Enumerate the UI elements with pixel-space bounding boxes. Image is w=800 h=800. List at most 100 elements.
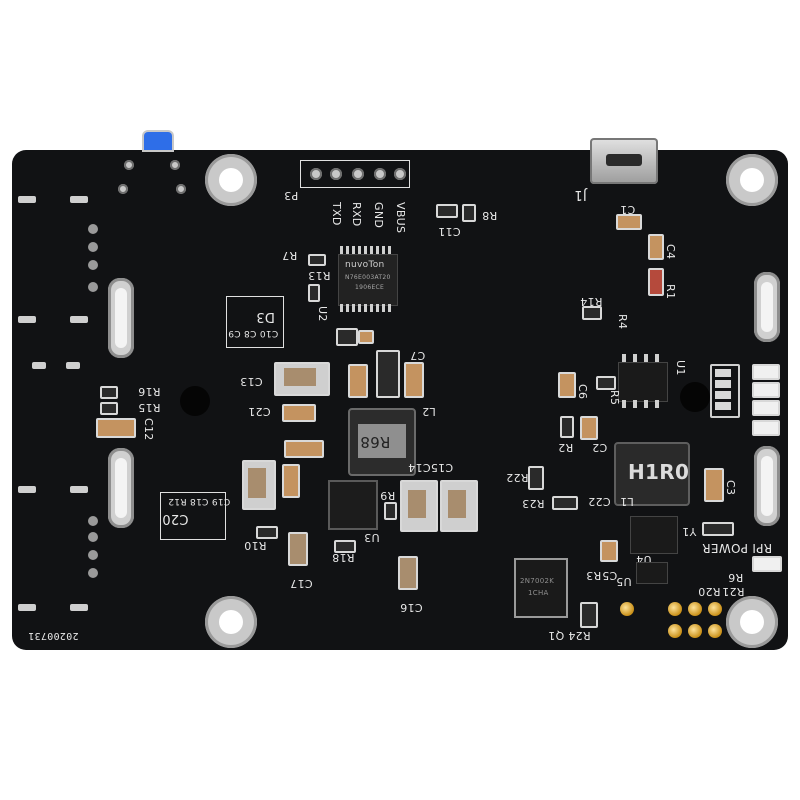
resistor-r24: [580, 602, 598, 628]
pogo-pin: [688, 624, 702, 638]
label-c22: C22: [588, 495, 611, 508]
led-3: [752, 400, 780, 416]
chip-text-line1: N76E003AT20: [345, 274, 391, 281]
label-c12: C12: [142, 418, 155, 441]
label-r5: R5: [608, 390, 621, 406]
resistor-r5: [596, 376, 616, 390]
capacitor-c3: [704, 468, 724, 502]
capacitor-c1: [616, 214, 642, 230]
capacitor-c11: [436, 204, 458, 218]
label-c13: C13: [240, 375, 263, 388]
pogo-pin: [708, 602, 722, 616]
pcb-board: P3 TXD RXD GND VBUS J1 nuvoTon N76E003AT…: [12, 132, 788, 650]
mcu-pins-bottom: [340, 304, 394, 312]
tact-switch[interactable]: [144, 132, 172, 150]
resistor-r18: [334, 540, 356, 553]
led-power: [752, 556, 782, 572]
resistor-r13: [308, 284, 320, 302]
resistor-r15: [100, 402, 118, 415]
label-r7: R7: [282, 249, 298, 262]
header-outline: [300, 160, 410, 188]
chip-u4: [630, 516, 678, 554]
mcu-pins-top: [340, 246, 394, 254]
label-u2: U2: [316, 306, 329, 322]
label-c7: C7: [410, 349, 426, 362]
edge-pad: [70, 604, 88, 611]
capacitor-c18: [282, 464, 300, 498]
label-c16: C16: [400, 601, 423, 614]
capacitor-c7b: [348, 364, 368, 398]
via: [88, 224, 98, 234]
u1-pins-top: [622, 354, 662, 362]
via: [88, 550, 98, 560]
mosfet-q1: 2N7002K 1CHA: [514, 558, 568, 618]
header-pin-label-gnd: GND: [372, 202, 385, 229]
label-r18: R18: [332, 551, 355, 564]
mosfet-text-line1: 2N7002K: [520, 577, 555, 585]
switch-pin: [176, 184, 186, 194]
mosfet-text-line2: 1CHA: [528, 589, 549, 597]
label-c2: C2: [592, 441, 608, 454]
via: [88, 568, 98, 578]
label-u3: U3: [364, 531, 380, 544]
label-u1: U1: [674, 360, 687, 376]
header-pin-label-txd: TXD: [330, 202, 343, 226]
label-r24q1: R24 Q1: [548, 629, 591, 642]
label-c20: C20: [162, 511, 189, 526]
pogo-pin: [620, 602, 634, 616]
inductor-main-text: R68: [360, 433, 391, 451]
label-r22: R22: [506, 471, 529, 484]
label-r16: R16: [138, 385, 161, 398]
pogo-pin: [668, 602, 682, 616]
chip-u1: [618, 362, 668, 402]
edge-pad: [18, 604, 36, 611]
transistor: [376, 350, 400, 398]
edge-pad: [66, 362, 80, 369]
label-c3: C3: [724, 480, 737, 496]
capacitor-c17: [288, 532, 308, 566]
inductor-l1: H1R0: [614, 442, 690, 506]
resistor-r2: [560, 416, 574, 438]
resistor-r1: [648, 268, 664, 296]
label-r6: R6: [728, 571, 744, 584]
mounting-hole-bottom-right: [726, 596, 778, 648]
header-pin: [394, 168, 406, 180]
capacitor-c15: [284, 440, 324, 458]
resistor-r7: [308, 254, 326, 266]
d3-outline: [226, 296, 284, 348]
label-r3: R3: [586, 569, 602, 582]
mounting-hole-top-right: [726, 154, 778, 206]
label-c20-group: C19 C18 R12: [168, 496, 231, 506]
capacitor-c6: [558, 372, 576, 398]
label-c11: C11: [438, 225, 461, 238]
mounting-hole-bottom-left: [205, 596, 257, 648]
label-u5: U5: [616, 575, 632, 588]
edge-pad: [18, 196, 36, 203]
via: [88, 242, 98, 252]
pogo-pin: [708, 624, 722, 638]
label-d3: D3: [256, 309, 275, 324]
label-r20: R20: [698, 585, 721, 598]
dark-hole: [680, 382, 710, 412]
resistor-r8: [462, 204, 476, 222]
capacitor-c21: [282, 404, 316, 422]
chip-text-line2: 1906ECE: [355, 284, 385, 291]
header-pin: [310, 168, 322, 180]
label-y1: Y1: [682, 525, 697, 538]
slot-right-lower: [754, 446, 780, 526]
label-r2: R2: [558, 441, 574, 454]
label-l1: L1: [620, 495, 634, 508]
diode-d3: [336, 328, 358, 346]
capacitor-c10: [358, 330, 374, 344]
led-4: [752, 420, 780, 436]
header-label: P3: [284, 189, 299, 202]
capacitor-c7: [404, 362, 424, 398]
label-c5: C5: [602, 569, 618, 582]
resistor-r22: [528, 466, 544, 490]
label-c4: C4: [664, 244, 677, 260]
pogo-pin: [668, 624, 682, 638]
capacitor-c16: [398, 556, 418, 590]
led-1: [752, 364, 780, 380]
label-c1: C1: [620, 203, 636, 216]
header-pin: [352, 168, 364, 180]
